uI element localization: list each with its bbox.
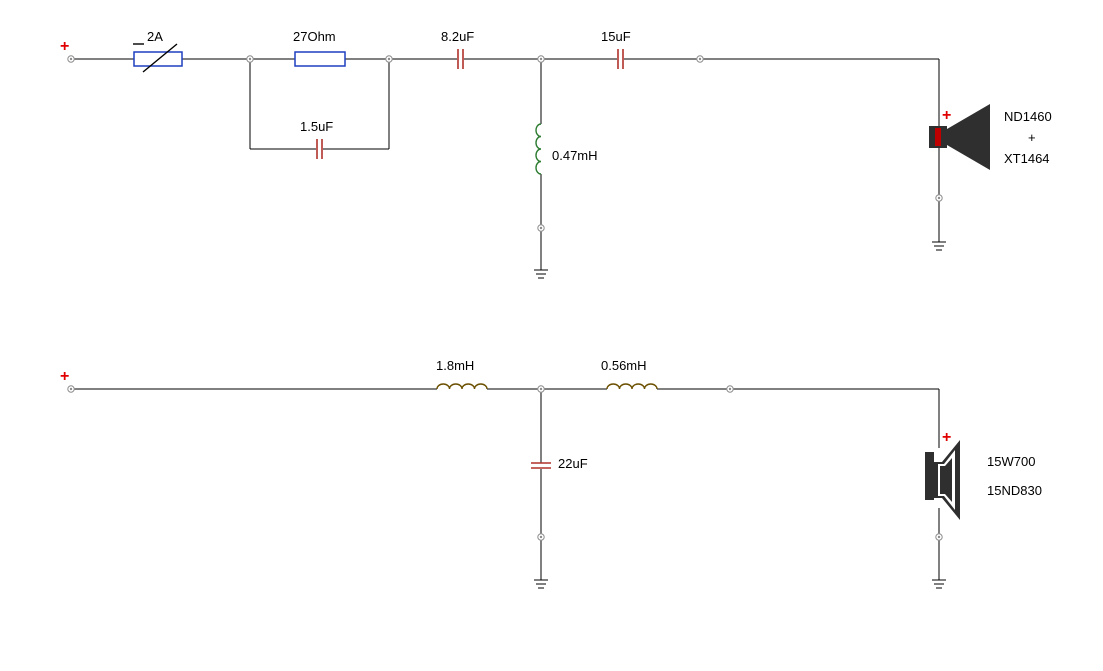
terminal-node-icon	[537, 533, 545, 541]
shunt-capacitor-label: 22uF	[558, 456, 588, 471]
tweeter-speaker-polarity: +	[942, 107, 951, 124]
series-inductor-1	[436, 383, 488, 390]
woofer-model-line-2: 15ND830	[987, 483, 1042, 498]
tweeter-wires	[71, 58, 940, 270]
terminal-nodes	[67, 55, 943, 541]
tweeter-input-polarity: +	[60, 38, 69, 55]
cone-woofer-icon	[925, 440, 960, 520]
resistor-label: 27Ohm	[293, 29, 336, 44]
tweeter-model-line-2: +	[1028, 130, 1036, 145]
terminal-node-icon	[935, 194, 943, 202]
shunt-capacitor	[531, 462, 551, 469]
tweeter-model-line-3: XT1464	[1004, 151, 1050, 166]
woofer-speaker-polarity: +	[942, 429, 951, 446]
woofer-wires	[71, 388, 940, 580]
series-capacitor-1	[457, 49, 464, 69]
ground-icon	[932, 241, 946, 251]
woofer-input-polarity: +	[60, 368, 69, 385]
terminal-node-icon	[67, 55, 75, 63]
terminal-node-icon	[726, 385, 734, 393]
woofer-model-line-1: 15W700	[987, 454, 1035, 469]
tweeter-model-line-1: ND1460	[1004, 109, 1052, 124]
bypass-capacitor	[316, 139, 323, 159]
fuse-label: 2A	[147, 29, 163, 44]
series-capacitor-2-label: 15uF	[601, 29, 631, 44]
terminal-node-icon	[696, 55, 704, 63]
shunt-inductor	[535, 123, 542, 175]
woofer-branch: + 1.8mH 0.56mH 22uF + 15W700 15ND830	[60, 358, 1042, 589]
ground-icon	[534, 269, 548, 279]
series-capacitor-1-label: 8.2uF	[441, 29, 474, 44]
terminal-node-icon	[537, 385, 545, 393]
horn-tweeter-icon	[929, 104, 990, 170]
terminal-node-icon	[935, 533, 943, 541]
shunt-inductor-label: 0.47mH	[552, 148, 598, 163]
resistor-component	[294, 51, 346, 67]
terminal-node-icon	[246, 55, 254, 63]
terminal-node-icon	[385, 55, 393, 63]
bypass-capacitor-label: 1.5uF	[300, 119, 333, 134]
series-inductor-2-label: 0.56mH	[601, 358, 647, 373]
series-inductor-2	[606, 383, 658, 390]
ground-icon	[932, 579, 946, 589]
fuse-component	[133, 43, 183, 73]
series-capacitor-2	[617, 49, 624, 69]
terminal-node-icon	[537, 224, 545, 232]
terminal-node-icon	[537, 55, 545, 63]
series-inductor-1-label: 1.8mH	[436, 358, 474, 373]
tweeter-branch: + 2A 27Ohm 1.5uF 8.2uF 15uF	[60, 29, 1052, 279]
ground-icon	[534, 579, 548, 589]
terminal-node-icon	[67, 385, 75, 393]
